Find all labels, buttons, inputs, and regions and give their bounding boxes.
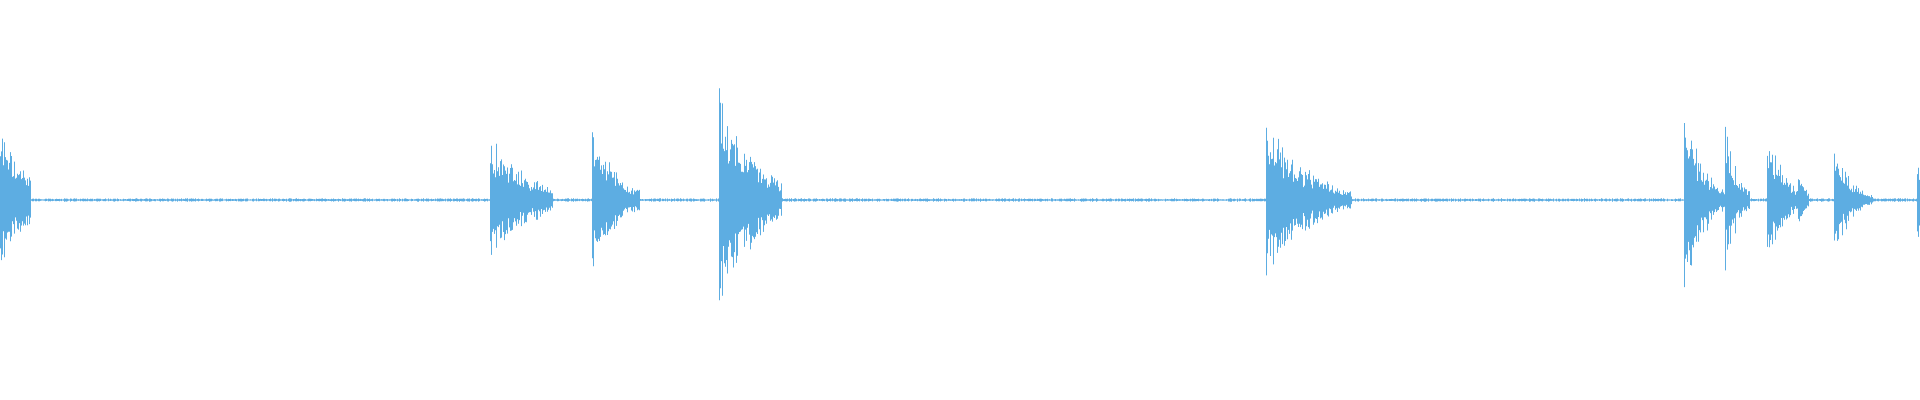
waveform-signal <box>0 88 1920 301</box>
waveform-bars <box>0 88 1920 301</box>
